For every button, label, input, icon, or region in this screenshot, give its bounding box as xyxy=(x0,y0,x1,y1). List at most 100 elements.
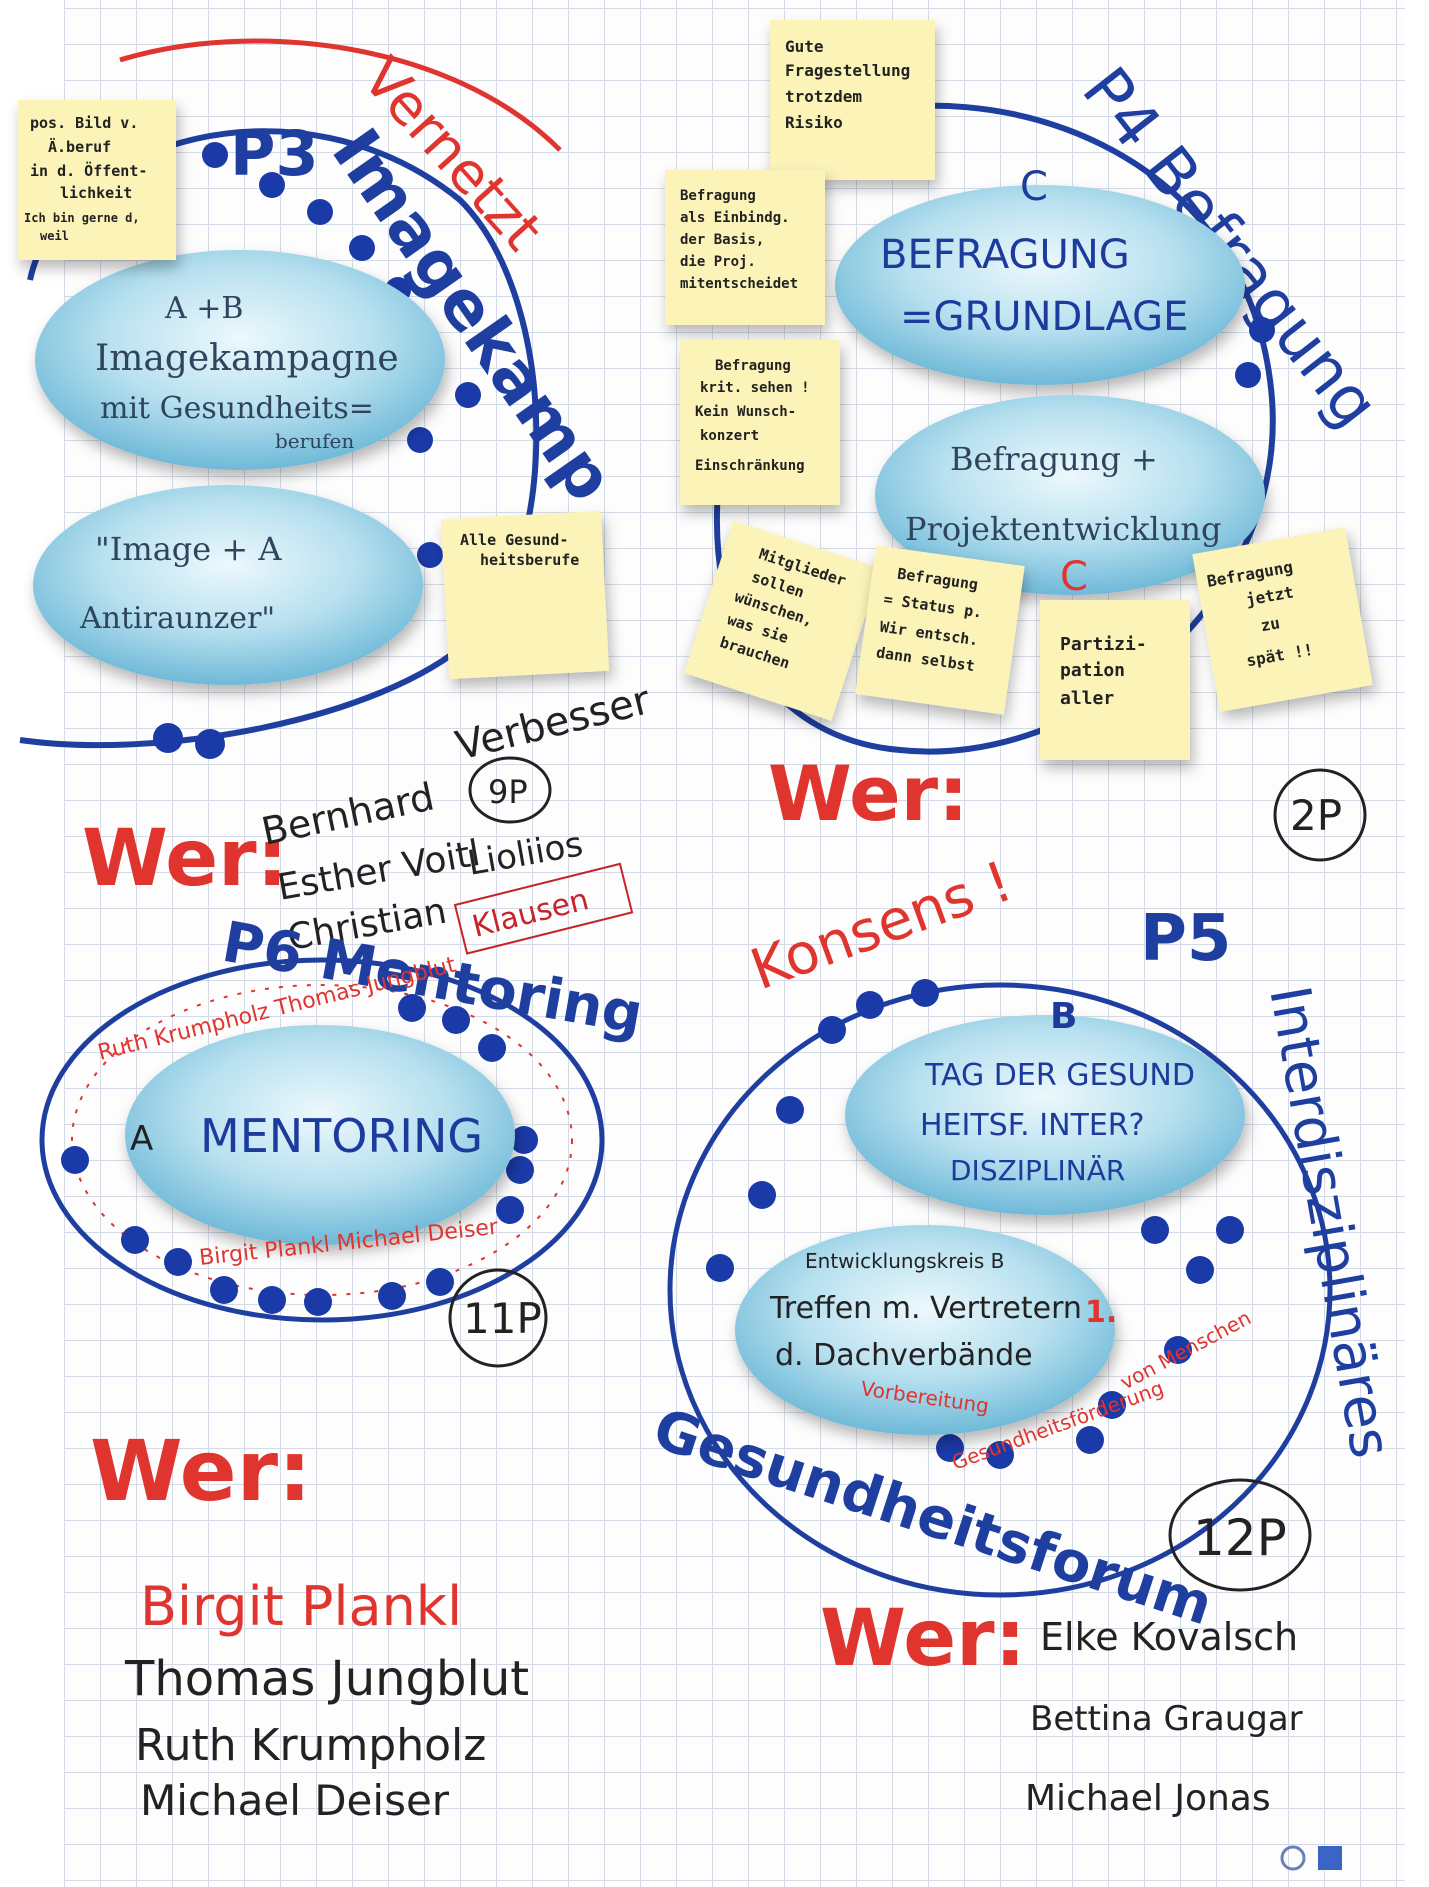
p4-e2-tag: C xyxy=(1060,554,1088,600)
svg-text:Alle Gesund- heitsberu: Alle Gesund- heitsberufe xyxy=(460,531,579,569)
p4-note-l1-3: der Basis, xyxy=(680,232,764,248)
p4-note-top-l2: Fragestellung xyxy=(785,61,910,80)
p4-sticky-bottom-2: Befragung = Status p. Wir entsch. dann s… xyxy=(855,545,1025,715)
p4-cluster: P4 Befragung C BEFRAGUNG =GRUNDLAGE Befr… xyxy=(665,20,1393,862)
p3-cluster: P3 Imagekamp Vernetzt A +B Imagekampagne… xyxy=(18,38,655,959)
p3-wer-name-3: Lioliios xyxy=(465,824,586,884)
p6-wer-label: Wer: xyxy=(90,1422,312,1520)
p5-e1-tag: B xyxy=(1050,996,1077,1037)
p4-note-b3-3: aller xyxy=(1060,688,1114,709)
p4-points: 2P xyxy=(1290,791,1342,840)
p5-title-right: Interdisziplinäres xyxy=(1256,981,1403,1463)
p5-e2-note3: von Menschen xyxy=(1116,1305,1255,1394)
p5-wer-name-2: Bettina Graugar xyxy=(1030,1699,1303,1739)
p4-sticky-bottom-4: Befragung jetzt zu spät !! xyxy=(1192,527,1373,712)
p3-e2-line2: Antiraunzer" xyxy=(79,601,275,636)
p3-side-label: Verbesser xyxy=(451,677,655,770)
p4-points-circle xyxy=(1273,768,1367,862)
p6-cluster: P6 Mentoring A MENTORING Ruth Krumpholz … xyxy=(39,910,647,1825)
p6-wer-name-4: Michael Deiser xyxy=(140,1776,450,1825)
p4-note-l1-2: als Einbindg. xyxy=(680,210,790,226)
p3-e1-line1: A +B xyxy=(164,291,243,326)
p6-wer-name-1: Birgit Plankl xyxy=(140,1575,462,1638)
p3-e1-line3: mit Gesundheits= xyxy=(100,391,374,426)
p4-wer-label: Wer: xyxy=(768,749,969,838)
p3-note-top-l4: lichkeit xyxy=(60,184,132,202)
p5-e1-line2: HEITSF. INTER? xyxy=(920,1108,1145,1143)
p4-note-b3-1: Partizi- xyxy=(1060,634,1147,655)
p3-e2-line1: "Image + A xyxy=(95,530,282,568)
p4-vote-dots xyxy=(1235,317,1275,388)
p5-topic-red: Konsens ! xyxy=(743,849,1021,1003)
p4-e1-line2: =GRUNDLAGE xyxy=(900,294,1188,340)
svg-text:Gute Fragestellung: Gute Fragestellung trotzdem Risiko xyxy=(785,37,920,132)
p3-note-top-l2: Ä.beruf xyxy=(48,137,111,156)
p3-note-right-l1: Alle Gesund- xyxy=(460,531,568,549)
svg-text:pos. Bild v. Ä.beruf: pos. Bild v. Ä.beruf in d. Öffent- lichk… xyxy=(24,114,156,243)
p4-note-top-l3: trotzdem xyxy=(785,87,862,106)
p3-note-right-l2: heitsberufe xyxy=(480,551,579,569)
p4-note-l2-2: krit. sehen ! xyxy=(700,380,810,396)
p4-e2-line1: Befragung + xyxy=(950,440,1158,478)
p4-note-l1-4: die Proj. xyxy=(680,254,756,270)
p6-ellipse-tag: A xyxy=(130,1119,153,1159)
p6-wer-name-3: Ruth Krumpholz xyxy=(135,1720,486,1771)
p3-circle-arc xyxy=(19,128,540,749)
p4-note-l1-1: Befragung xyxy=(680,188,756,204)
p4-ellipse-2 xyxy=(875,395,1265,595)
svg-text:Partizi- pation: Partizi- pation aller xyxy=(1060,634,1158,709)
p4-sticky-left-2: Befragung krit. sehen ! Kein Wunsch- kon… xyxy=(680,340,840,505)
p5-heading: P5 xyxy=(1140,902,1231,976)
p3-sticky-right: Alle Gesund- heitsberufe xyxy=(440,510,610,680)
p4-note-l2-5: Einschränkung xyxy=(695,458,805,474)
p4-note-l2-3: Kein Wunsch- xyxy=(695,404,796,420)
p3-ellipse-2 xyxy=(33,485,423,685)
p6-ellipse xyxy=(125,1025,515,1245)
p6-points: 11P xyxy=(463,1294,542,1343)
p6-points-circle xyxy=(448,1268,548,1368)
p5-ellipse-1 xyxy=(845,1015,1245,1215)
p3-e1-line2: Imagekampagne xyxy=(95,338,399,379)
p4-note-top-l1: Gute xyxy=(785,37,824,56)
p5-points: 12P xyxy=(1193,1509,1287,1567)
p4-sticky-bottom-1: Mitglieder sollen wünschen, was sie brau… xyxy=(683,520,881,721)
svg-text:Befragung krit. sehen: Befragung krit. sehen ! Kein Wunsch- kon… xyxy=(695,358,818,474)
p5-wer-label: Wer: xyxy=(820,1594,1026,1684)
p6-vote-dots xyxy=(61,994,538,1316)
p3-red-arc xyxy=(119,38,562,152)
p5-ellipse-2 xyxy=(735,1225,1115,1435)
p5-e2-line2: Treffen m. Vertretern xyxy=(769,1291,1082,1326)
p4-note-b3-2: pation xyxy=(1060,660,1125,681)
p3-wer-extra: Klausen xyxy=(469,882,592,945)
p4-note-l2-1: Befragung xyxy=(715,358,791,374)
p3-points-circle xyxy=(468,756,552,824)
p5-cluster: P5 Interdisziplinäres Gesundheitsforum K… xyxy=(646,849,1403,1819)
p5-e1-line1: TAG DER GESUND xyxy=(924,1058,1195,1093)
p4-sticky-left-1: Befragung als Einbindg. der Basis, die P… xyxy=(665,170,825,325)
p3-note-top-l5: Ich bin gerne d, xyxy=(24,211,140,225)
p4-sticky-bottom-3: Partizi- pation aller xyxy=(1040,600,1190,760)
p4-note-top-l4: Risiko xyxy=(785,113,843,132)
p4-note-b4-3: zu xyxy=(1259,613,1281,635)
p3-note-top-l3: in d. Öffent- xyxy=(30,161,147,180)
p6-ellipse-text: MENTORING xyxy=(200,1109,483,1163)
p4-note-l2-4: konzert xyxy=(700,428,759,444)
p3-points: 9P xyxy=(488,773,528,811)
p6-outer-ring xyxy=(39,957,605,1323)
p4-e2-line2: Projektentwicklung xyxy=(905,510,1221,548)
p5-points-circle xyxy=(1168,1478,1312,1592)
p3-e1-line4: berufen xyxy=(275,429,354,453)
p4-e1-line1: BEFRAGUNG xyxy=(880,232,1130,278)
p3-note-top-l6: weil xyxy=(40,229,69,243)
p6-wer-name-2: Thomas Jungblut xyxy=(124,1651,529,1707)
p4-ellipse-1 xyxy=(835,185,1245,385)
p4-sticky-top: Gute Fragestellung trotzdem Risiko xyxy=(770,20,935,180)
corner-logo xyxy=(1280,1845,1342,1871)
p5-e2-num: 1. xyxy=(1085,1295,1117,1330)
p5-e2-line1: Entwicklungskreis B xyxy=(805,1249,1004,1273)
p5-wer-name-1: Elke Kovalsch xyxy=(1040,1615,1298,1659)
p5-e2-line3: d. Dachverbände xyxy=(775,1338,1033,1373)
p5-e1-line3: DISZIPLINÄR xyxy=(950,1154,1125,1187)
p3-sticky-top: pos. Bild v. Ä.beruf in d. Öffent- lichk… xyxy=(18,100,176,260)
